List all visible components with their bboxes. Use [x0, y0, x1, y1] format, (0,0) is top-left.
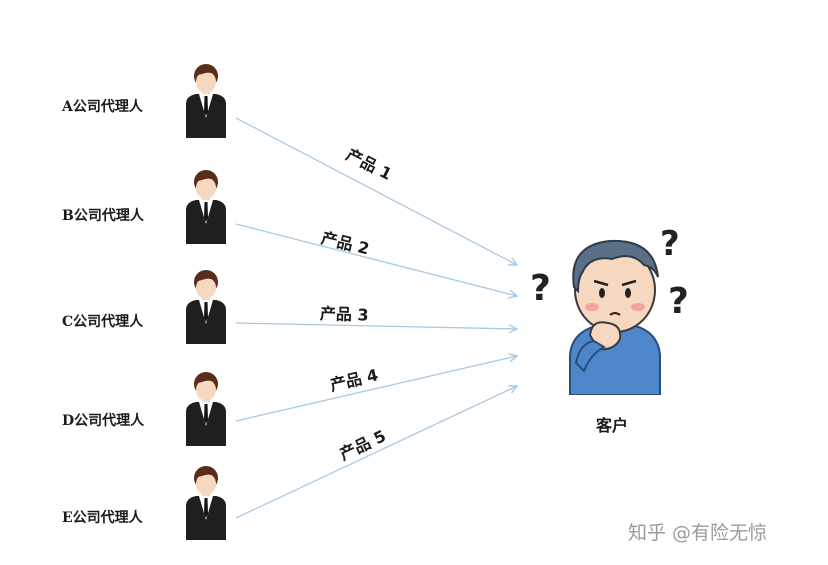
- agent-label-c: C公司代理人: [62, 314, 144, 330]
- agent-figure-b: [186, 170, 226, 244]
- agent-figure-e: [186, 466, 226, 540]
- agent-figure-a: [186, 64, 226, 138]
- watermark: 知乎 @有险无惊: [628, 522, 768, 544]
- arrow-3: [235, 322, 517, 329]
- agent-label-d: D公司代理人: [62, 413, 145, 429]
- agent-figure-d: [186, 372, 226, 446]
- svg-text:?: ?: [660, 224, 680, 264]
- product-label-3: 产品 3: [319, 304, 369, 325]
- question-mark-icon: ? ? ?: [530, 224, 689, 322]
- agent-label-a: A公司代理人: [62, 99, 143, 115]
- agent-label-b: B公司代理人: [62, 208, 144, 224]
- agent-label-e: E公司代理人: [62, 510, 143, 526]
- arrow-4: [235, 356, 517, 422]
- customer-label: 客户: [596, 416, 629, 435]
- confused-customer-figure: ? ? ?: [530, 224, 689, 395]
- arrow-1: [235, 117, 517, 265]
- svg-text:?: ?: [530, 268, 551, 309]
- svg-text:?: ?: [668, 281, 689, 322]
- arrow-5: [235, 386, 517, 519]
- arrow-2: [235, 223, 517, 296]
- agent-figure-c: [186, 270, 226, 344]
